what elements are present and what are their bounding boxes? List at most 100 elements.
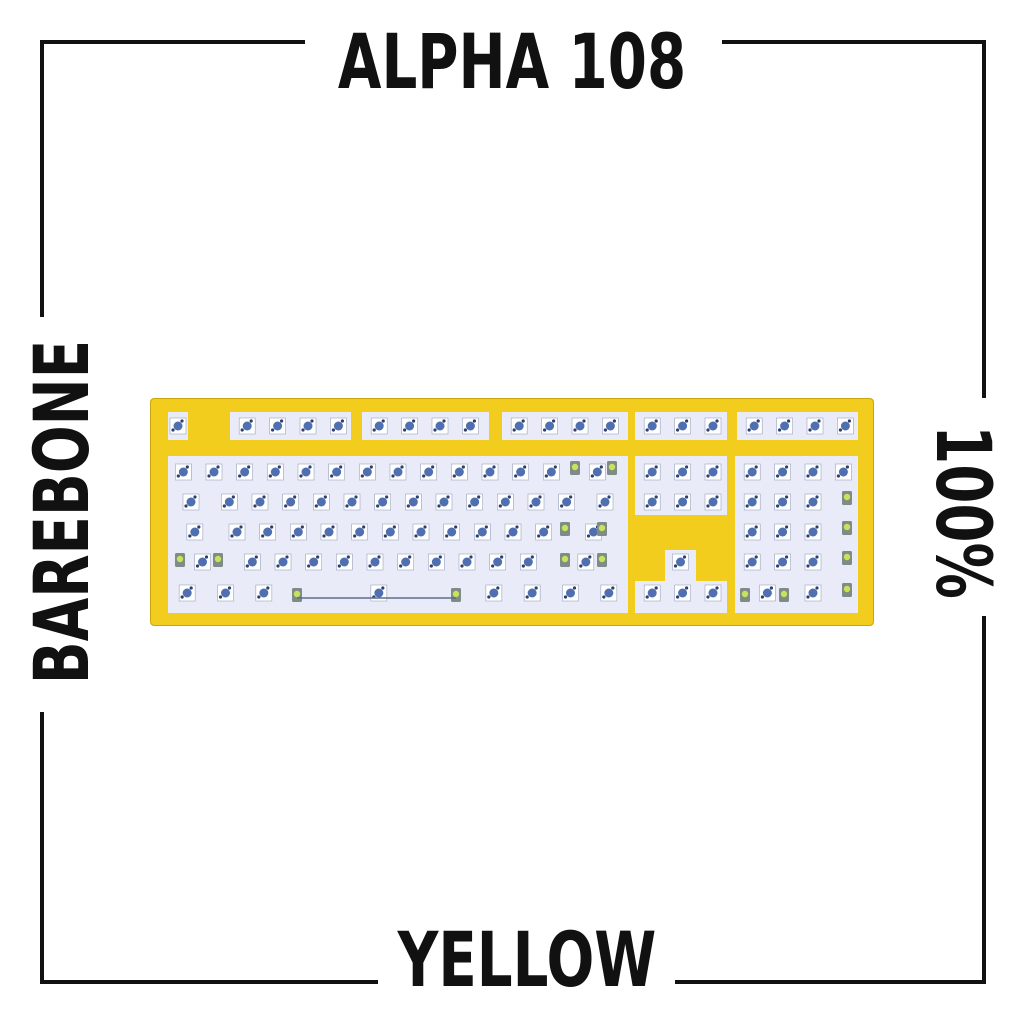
switch-socket (267, 463, 284, 481)
switch-socket (236, 463, 253, 481)
switch-hole (303, 421, 313, 431)
switch-socket (558, 493, 575, 511)
switch-pin (412, 419, 416, 423)
stabilizer (842, 583, 852, 597)
switch-pin (171, 428, 175, 432)
stabilizer (451, 588, 461, 602)
switch-pin (521, 419, 525, 423)
switch-hole (838, 467, 848, 477)
stabilizer (560, 553, 570, 567)
switch-socket (244, 553, 261, 571)
switch-socket (602, 417, 619, 435)
switch-socket (527, 493, 545, 511)
switch-pin (682, 555, 687, 559)
switch-pin (806, 564, 810, 568)
switch-hole (605, 421, 615, 431)
switch-pin (491, 564, 495, 568)
switch-socket (405, 493, 422, 511)
switch-pin (442, 419, 446, 423)
stabilizer-stem (214, 555, 222, 563)
switch-pin (685, 465, 689, 469)
switch-pin (747, 428, 751, 432)
switch-socket (259, 523, 276, 541)
switch-socket (462, 417, 479, 435)
switch-pin (308, 465, 312, 469)
switch-pin (815, 465, 819, 469)
switch-pin (245, 564, 249, 568)
switch-socket (443, 523, 460, 541)
switch-socket (776, 417, 793, 435)
switch-socket (674, 417, 691, 435)
switch-pin (512, 428, 516, 432)
switch-pin (285, 555, 289, 559)
switch-pin (525, 595, 529, 599)
switch-pin (760, 595, 765, 599)
stabilizer (597, 522, 607, 536)
switch-pin (414, 534, 418, 538)
switch-pin (445, 534, 449, 538)
switch-pin (195, 564, 200, 568)
switch-pin (787, 419, 791, 423)
switch-socket (255, 584, 273, 602)
switch-pin (346, 555, 350, 559)
switch-pin (572, 586, 577, 590)
switch-pin (543, 428, 547, 432)
frame-bottom-right-line (675, 980, 986, 984)
switch-socket (672, 553, 689, 571)
switch-pin (193, 495, 197, 499)
switch-pin (529, 504, 533, 508)
switch-pin (362, 525, 366, 529)
switch-pin (399, 564, 403, 568)
switch-hole (374, 421, 384, 431)
switch-pin (654, 419, 658, 423)
switch-pin (745, 534, 749, 538)
switch-pin (268, 474, 272, 478)
switch-socket (238, 417, 256, 435)
switch-hole (708, 467, 718, 477)
switch-hole (439, 497, 449, 507)
switch-socket (458, 553, 476, 571)
switch-pin (685, 495, 689, 499)
switch-pin (406, 504, 410, 508)
switch-hole (362, 467, 372, 477)
stabilizer-stem (780, 590, 788, 598)
switch-socket (806, 417, 824, 435)
switch-socket (382, 523, 399, 541)
switch-pin (745, 504, 749, 508)
switch-pin (506, 534, 510, 538)
switch-pin (645, 474, 649, 478)
switch-pin (573, 428, 577, 432)
switch-pin (582, 419, 586, 423)
switch-pin (598, 504, 602, 508)
switch-pin (392, 525, 396, 529)
switch-hole (589, 527, 598, 537)
switch-pin (552, 419, 556, 423)
switch-hole (270, 467, 280, 477)
stabilizer-stem (571, 463, 579, 471)
switch-hole (232, 527, 242, 537)
switch-pin (563, 595, 568, 599)
stabilizer-stem (608, 463, 616, 471)
switch-pin (376, 504, 380, 508)
switch-pin (785, 555, 789, 559)
switch-socket (178, 584, 196, 602)
switch-pin (262, 495, 266, 499)
stabilizers (175, 461, 852, 602)
switch-socket (510, 417, 528, 435)
switch-socket (351, 523, 368, 541)
frame-top-left-line (40, 40, 305, 44)
stabilizer-stem (293, 590, 301, 598)
switch-socket (217, 584, 234, 602)
switch-pin (588, 555, 592, 559)
switch-hole (477, 527, 487, 537)
switch-pin (676, 504, 680, 508)
switch-hole (808, 467, 818, 477)
stabilizer (607, 461, 617, 475)
switch-pin (815, 495, 819, 499)
switch-hole (240, 467, 250, 477)
switch-hole (198, 557, 207, 567)
switch-pin (322, 534, 326, 538)
switch-socket (745, 417, 763, 435)
switch-pin (197, 525, 201, 529)
switch-pin (838, 428, 843, 432)
